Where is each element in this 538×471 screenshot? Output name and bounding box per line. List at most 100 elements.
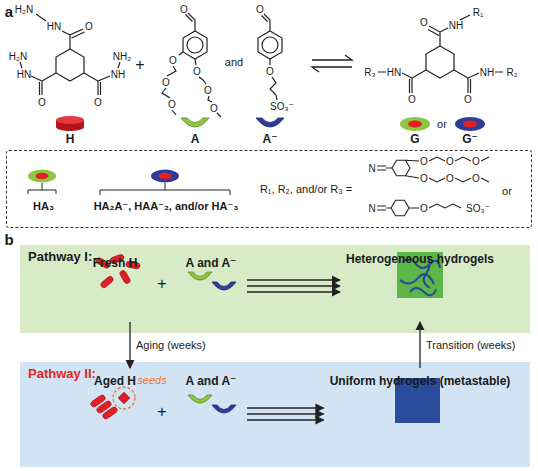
node-label: HA₃ <box>33 200 54 213</box>
reagent-box: A and A⁻ <box>178 370 244 458</box>
atom-label: O <box>38 97 46 108</box>
node-label: A and A⁻ <box>186 375 237 456</box>
atom-label: O <box>420 173 428 184</box>
arrow-line <box>247 285 340 286</box>
substituent-structures-part <box>392 160 410 176</box>
aldehyde-a-structure <box>162 13 221 117</box>
aldehyde-a-minus-structure <box>258 14 282 100</box>
hydrazide-structure-part <box>56 49 84 81</box>
atom-label: O <box>256 4 264 15</box>
pathway-title: Pathway II: <box>28 367 96 382</box>
pathway-band-fill-part <box>20 245 530 333</box>
reaction-arrow <box>420 322 421 368</box>
substituent-structures-part <box>377 206 391 210</box>
plus-sign: + <box>157 403 166 421</box>
arrow-line <box>247 291 340 292</box>
aldehyde-a-structure-part <box>186 13 196 31</box>
hydrazide-structure-part <box>36 14 85 49</box>
aldehyde-a-structure-part <box>162 52 183 115</box>
equilibrium-arrows-part <box>312 67 352 72</box>
arrow-line <box>419 322 420 368</box>
molecule-icons-part <box>256 118 284 127</box>
atom-label: NH <box>449 20 463 31</box>
aged-h-seeds-part <box>118 392 129 403</box>
equilibrium-arrows <box>312 55 352 72</box>
hydrazone-g-structure <box>378 15 503 93</box>
atom-label: O <box>446 156 454 167</box>
molecule-icons-part <box>455 117 485 131</box>
molecule-icons-part <box>159 173 172 179</box>
precursor-icons-part <box>212 282 236 290</box>
atom-label: O <box>204 85 212 96</box>
aged-h-seeds <box>90 387 135 420</box>
atom-label: O <box>180 4 188 15</box>
arrow-line <box>247 413 324 414</box>
hydrazone-g-structure-part <box>428 15 470 46</box>
molecule-icons-part <box>56 123 84 131</box>
aged-h-seeds-part <box>113 387 135 409</box>
aged-h-seeds-part <box>102 406 119 420</box>
atom-label: HN <box>387 67 401 78</box>
atom-label: O <box>420 156 428 167</box>
atom-label: NH <box>480 67 494 78</box>
pathway-band-fill-part <box>20 362 530 467</box>
atom-label: N <box>368 163 375 174</box>
reagent-box: A and A⁻ <box>178 252 244 320</box>
atom-label: HN <box>17 69 31 80</box>
node-label: Heterogeneous hydrogels <box>346 253 494 318</box>
species-label: G⁻ <box>462 133 478 146</box>
atom-label: O <box>446 173 454 184</box>
arrow-line <box>247 279 340 280</box>
plus-sign: + <box>135 56 144 74</box>
atom-label: O <box>464 94 472 105</box>
atom-label: R₂ <box>506 67 517 78</box>
atom-label: O <box>420 17 428 28</box>
atom-label: R₃ <box>364 67 375 78</box>
aldehyde-a-minus-structure-part <box>262 37 278 53</box>
substituent-structures-part <box>391 200 409 216</box>
molecule-icons-part <box>400 117 430 131</box>
atom-label: O <box>210 103 218 114</box>
pathway-band: Pathway I:Fresh HA and A⁻Heterogeneous h… <box>20 245 530 333</box>
atom-label: NH₂ <box>113 51 131 62</box>
precursor-icons-part <box>212 405 236 413</box>
substituent-structures-part <box>377 166 392 170</box>
aldehyde-a-structure-part <box>187 37 203 53</box>
equilibrium-arrows-part <box>312 55 352 60</box>
atom-label: O <box>472 173 480 184</box>
molecule-icons-part <box>28 183 230 195</box>
node-label: R₁, R₂, and/or R₃ = <box>260 183 352 196</box>
molecule-icons-part <box>36 173 49 179</box>
aldehyde-a-structure-part <box>183 31 207 59</box>
reaction-arrow <box>247 280 340 292</box>
aldehyde-a-minus-structure-part <box>270 59 277 100</box>
species-label: A <box>191 133 200 146</box>
fresh-h-capsules-part <box>100 275 115 289</box>
molecule-icons <box>28 116 485 195</box>
atom-label: O <box>94 97 102 108</box>
panel-letter: b <box>4 232 13 249</box>
atom-label: SO₃⁻ <box>466 203 490 214</box>
node-label: HA₂A⁻, HAA⁻₂, and/or HA⁻₃ <box>94 200 239 213</box>
pathway-band: Pathway II:Aged H A and A⁻ Uniform hydroge… <box>20 362 530 467</box>
atom-label: NH <box>111 69 125 80</box>
fresh-h-capsules-part <box>119 269 131 284</box>
molecule-icons-part <box>28 170 56 183</box>
molecule-icons-part <box>56 116 84 124</box>
atom-label: O <box>408 94 416 105</box>
hydrogel-box: Heterogeneous hydrogels <box>343 248 497 320</box>
molecule-icons-part <box>151 170 179 183</box>
aldehyde-a-minus-structure-part <box>258 31 282 59</box>
atom-label: H₂N <box>9 51 27 62</box>
node-label: Aged H <box>94 375 136 456</box>
edge-label: Transition (weeks) <box>426 339 515 351</box>
molecule-icons-part <box>463 121 477 128</box>
atom-label: O <box>420 203 428 214</box>
pathway-band-fill <box>20 245 530 467</box>
pathway-title: Pathway I: <box>28 250 92 265</box>
node-label: Uniform hydrogels (metastable) <box>330 375 511 456</box>
species-label: H <box>66 133 75 146</box>
species-label: A⁻ <box>263 133 278 146</box>
